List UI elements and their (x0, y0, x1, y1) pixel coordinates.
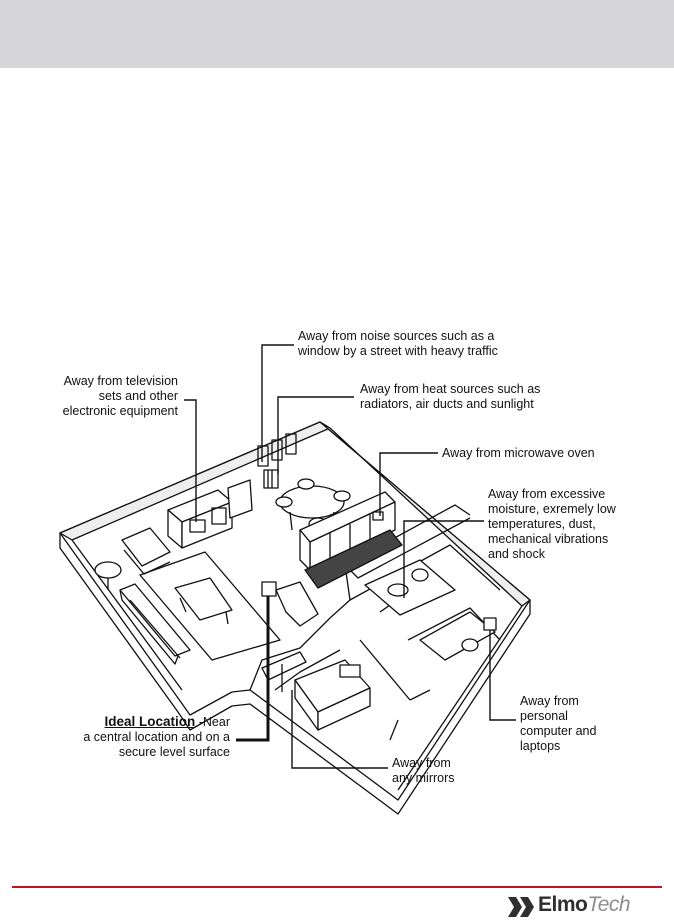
header-band (0, 0, 674, 68)
interior-walls (249, 504, 501, 741)
leader-computer (489, 630, 516, 721)
leader-noise (261, 344, 294, 462)
office (419, 611, 497, 661)
logo-wordmark: ElmoTech (538, 893, 631, 916)
sofa (119, 583, 191, 665)
ideal-location-title: Ideal Location (104, 714, 196, 729)
label-microwave: Away from microwave oven (442, 446, 595, 460)
kitchen-floor (304, 529, 403, 589)
bathroom (364, 559, 456, 616)
kitchen-counter (299, 491, 396, 571)
bedroom (261, 651, 371, 731)
leader-moisture (403, 520, 484, 598)
leader-television (184, 399, 197, 522)
armchairs (94, 527, 171, 590)
leader-heat (277, 396, 354, 474)
rug (139, 551, 281, 661)
tv-cabinet (167, 479, 253, 549)
label-ideal-location: Ideal Location -Near a central location … (83, 714, 230, 759)
footer-rule (12, 886, 662, 888)
logo-mark-icon (508, 897, 534, 917)
leader-ideal (236, 596, 270, 742)
leader-microwave (379, 452, 438, 516)
leader-mirrors (291, 690, 388, 769)
window-and-radiator (257, 433, 297, 489)
